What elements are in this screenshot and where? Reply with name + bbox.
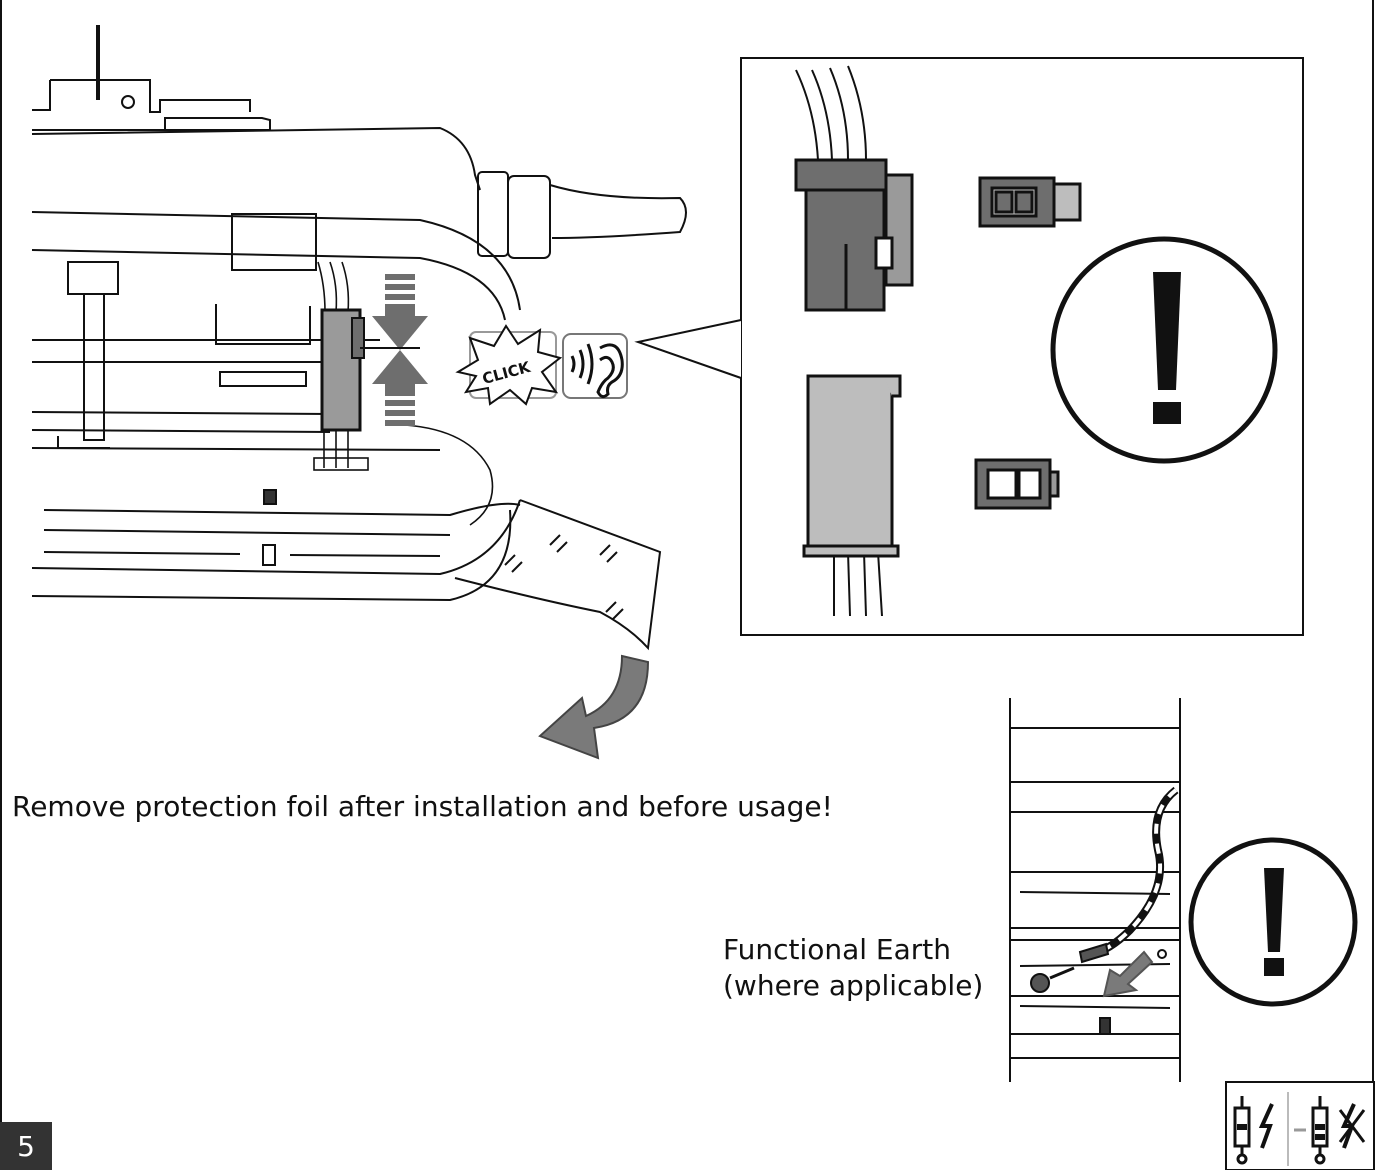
connector-male bbox=[794, 158, 914, 312]
functional-earth-line2: (where applicable) bbox=[723, 969, 984, 1002]
page-number: 5 bbox=[0, 1122, 52, 1170]
click-burst-icon: CLICK bbox=[455, 324, 563, 406]
luminaire-body bbox=[31, 211, 521, 451]
luminaire-diffuser bbox=[31, 489, 521, 602]
exclamation-circle-icon bbox=[1188, 837, 1358, 1007]
connector-detail-box bbox=[634, 57, 1304, 636]
connector-wires bbox=[313, 261, 494, 526]
functional-earth-label: Functional Earth (where applicable) bbox=[723, 932, 983, 1004]
push-arrows bbox=[372, 274, 428, 426]
protection-foil bbox=[454, 499, 662, 651]
connector-male-face bbox=[978, 176, 1082, 228]
connector-female-face bbox=[974, 458, 1060, 510]
functional-earth-detail bbox=[1009, 698, 1181, 1082]
exclamation-circle-icon bbox=[1050, 236, 1278, 464]
functional-earth-line1: Functional Earth bbox=[723, 933, 952, 966]
luminaire-housing-top bbox=[31, 25, 687, 259]
ear-icon bbox=[562, 333, 628, 399]
foil-removal-note: Remove protection foil after installatio… bbox=[12, 790, 833, 823]
foil-remove-arrow bbox=[538, 654, 650, 760]
connector-assembled bbox=[320, 308, 365, 432]
power-disconnect-icon bbox=[1225, 1081, 1375, 1170]
connector-female bbox=[802, 374, 902, 558]
